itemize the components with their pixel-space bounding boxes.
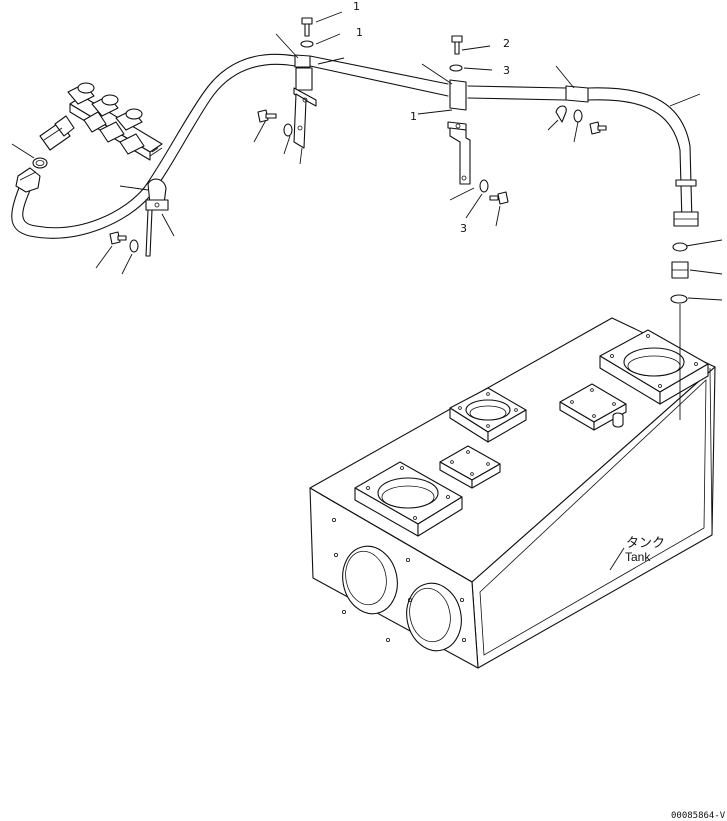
- tank-flange-front: [354, 461, 463, 537]
- callout-number: 2: [503, 37, 510, 50]
- tank-cover-plate-right: [559, 383, 627, 431]
- hose-clamp-upper-2: [447, 79, 471, 185]
- tank-boss: [612, 412, 624, 428]
- clip-right: [555, 105, 567, 123]
- hose-clamp-upper-1: [293, 67, 317, 149]
- tank-label-english: Tank: [625, 550, 651, 564]
- o-ring-left: [32, 157, 48, 169]
- tank-label-japanese: タンク: [626, 536, 665, 551]
- drawing-id: 00085864-V: [671, 811, 726, 821]
- fitting-right: [670, 242, 689, 304]
- bolt-bracket-1: [257, 109, 293, 137]
- hydraulic-tank: [309, 317, 716, 669]
- bolt-right-sleeve: [555, 105, 607, 135]
- leader-lines: [11, 11, 723, 571]
- bolt-top-2: [449, 35, 463, 72]
- callout-number: 3: [503, 64, 510, 77]
- bolt-left-clamp: [109, 231, 139, 253]
- washer-left-clamp: [129, 239, 139, 253]
- callout-number: 1: [353, 0, 360, 13]
- callout-number: 1: [356, 26, 363, 39]
- washer-right-1: [573, 109, 583, 123]
- valve-block: [67, 82, 163, 161]
- washer-bracket-1: [283, 123, 293, 137]
- adapter-left: [39, 115, 75, 151]
- hydraulic-hose: [11, 53, 699, 239]
- washer-top-2: [449, 64, 463, 72]
- callout-number: 3: [460, 222, 467, 235]
- tank-cover-plate-small: [439, 445, 501, 489]
- bolt-bracket-2: [479, 179, 509, 205]
- callout-number: 1: [410, 110, 417, 123]
- o-ring-right-lower: [670, 294, 688, 304]
- bolt-top-1: [300, 17, 314, 48]
- hose-end-fitting-left: [15, 157, 48, 193]
- washer-top-1: [300, 40, 314, 48]
- hose-clamp-left: [145, 178, 169, 257]
- tank-flange-middle: [449, 387, 527, 443]
- o-ring-right-upper: [672, 242, 688, 252]
- washer-bracket-2: [479, 179, 489, 193]
